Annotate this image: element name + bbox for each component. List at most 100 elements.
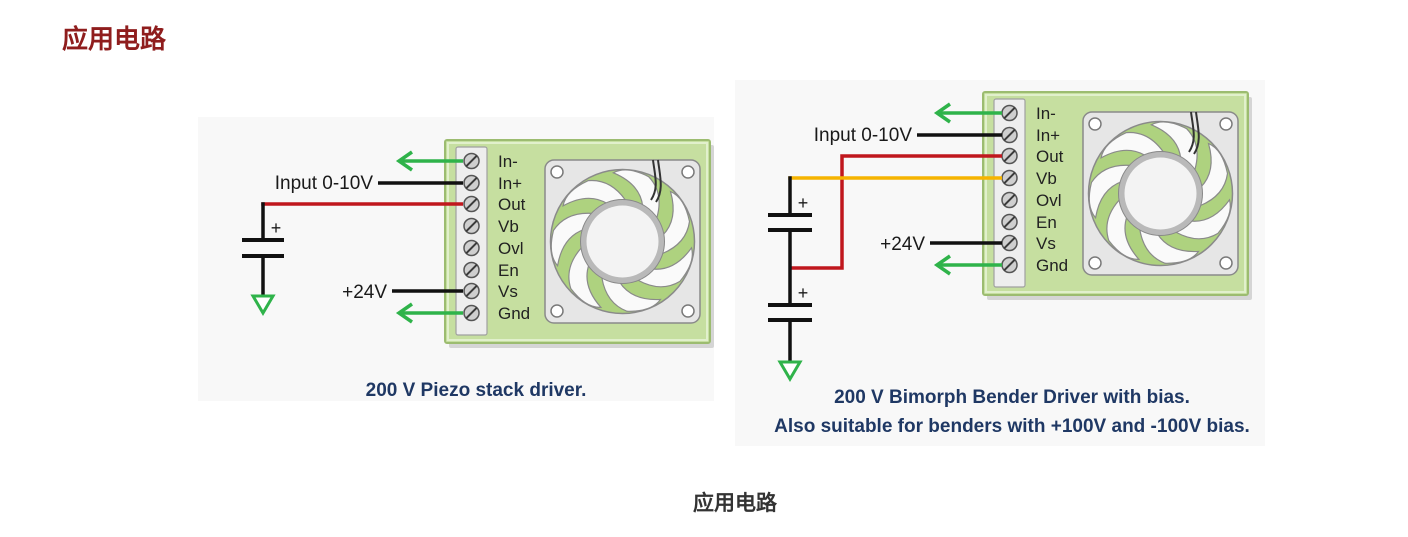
bimorph-bender-driver-diagram: In- In+ Out Vb Ovl En Vs Gnd (735, 80, 1265, 446)
cooling-fan-icon (1077, 109, 1242, 276)
fan-cable (1193, 111, 1200, 155)
terminal-block (455, 146, 488, 336)
screw-slot (1003, 172, 1016, 184)
terminal-label-gnd: Gnd (498, 304, 530, 323)
terminal-label-vb: Vb (498, 217, 519, 236)
screw-slot (1003, 237, 1016, 249)
screw-terminal-icon (463, 261, 480, 279)
polarity-mark: + (798, 283, 809, 303)
diagram-caption-line-1: 200 V Bimorph Bender Driver with bias. (834, 387, 1190, 408)
fan-rotor (1077, 109, 1242, 271)
terminal-label-en: En (1036, 213, 1057, 232)
screw-terminal-icon (1001, 104, 1018, 122)
board-edge (447, 142, 708, 341)
screw-terminal-icon (463, 282, 480, 300)
terminal-label-in-plus: In+ (498, 174, 522, 193)
piezo-stack-driver-diagram: In- In+ Out Vb Ovl En Vs Gnd (198, 117, 714, 401)
fan-cable (1188, 111, 1195, 153)
fan-cable (655, 159, 662, 203)
arrow-left-icon (395, 150, 463, 172)
terminal-label-gnd: Gnd (1036, 256, 1068, 275)
ground-icon (250, 294, 276, 316)
screw-terminal-icon (463, 217, 480, 235)
screw-terminal-icon (463, 239, 480, 257)
section-heading: 应用电路 (62, 24, 167, 54)
terminal-label-vb: Vb (1036, 169, 1057, 188)
diagram-caption: 200 V Piezo stack driver. (366, 380, 587, 401)
terminal-label-in-plus: In+ (1036, 126, 1060, 145)
arrow-head (933, 254, 951, 276)
cooling-fan-icon (539, 157, 704, 324)
screw-slot (1003, 194, 1016, 206)
arrow-left-icon (933, 102, 1002, 124)
fan-cable (650, 159, 657, 201)
screw-terminal-icon (1001, 234, 1018, 252)
terminal-block (993, 98, 1026, 288)
driver-board: In- In+ Out Vb Ovl En Vs Gnd (444, 139, 714, 348)
terminal-label-vs: Vs (1036, 234, 1056, 253)
screw-slot (465, 264, 478, 276)
fan-mount-hole (681, 165, 695, 179)
fan-mount-hole (681, 304, 695, 318)
input-label: Input 0-10V (814, 125, 913, 146)
screw-terminal-icon (1001, 256, 1018, 274)
fan-mount-hole (1219, 256, 1233, 270)
terminal-labels: In- In+ Out Vb Ovl En Vs Gnd (1036, 104, 1068, 275)
terminal-label-out: Out (1036, 147, 1064, 166)
screw-slot (1003, 107, 1016, 119)
screw-slot (465, 198, 478, 210)
fan-mount-hole (1088, 256, 1102, 270)
fan-hub (1124, 157, 1197, 230)
board-edge (985, 94, 1246, 293)
polarity-mark: + (798, 193, 809, 213)
terminal-label-ovl: Ovl (1036, 191, 1062, 210)
screw-slot (1003, 150, 1016, 162)
screw-terminal-icon (463, 174, 480, 192)
screw-terminal-icon (463, 195, 480, 213)
fan-hub (586, 205, 659, 278)
fan-rotor (539, 157, 704, 319)
terminal-labels: In- In+ Out Vb Ovl En Vs Gnd (498, 152, 530, 323)
supply-label: +24V (342, 282, 387, 303)
terminal-label-in-minus: In- (1036, 104, 1056, 123)
output-wire (790, 154, 1002, 270)
screw-terminal-icon (1001, 169, 1018, 187)
screw-slot (465, 307, 478, 319)
screw-terminal-icon (463, 152, 480, 170)
arrow-left-icon (933, 254, 1002, 276)
arrow-left-icon (395, 302, 463, 324)
screw-terminal-icon (463, 304, 480, 322)
terminal-label-en: En (498, 261, 519, 280)
screw-terminal-icon (1001, 191, 1018, 209)
fan-mount-hole (550, 304, 564, 318)
screw-slot (465, 155, 478, 167)
terminal-label-ovl: Ovl (498, 239, 524, 258)
screw-slot (1003, 259, 1016, 271)
screw-terminal-icon (1001, 126, 1018, 144)
diagram-caption-line-2: Also suitable for benders with +100V and… (774, 416, 1250, 437)
arrow-head (395, 302, 413, 324)
screw-slot (465, 220, 478, 232)
arrow-head (933, 102, 951, 124)
screw-terminal-icon (1001, 147, 1018, 165)
screw-slot (1003, 129, 1016, 141)
input-label: Input 0-10V (275, 173, 374, 194)
supply-label: +24V (880, 234, 925, 255)
terminal-label-out: Out (498, 195, 526, 214)
fan-mount-hole (550, 165, 564, 179)
screw-slot (465, 285, 478, 297)
screw-terminal-icon (1001, 213, 1018, 231)
terminal-label-in-minus: In- (498, 152, 518, 171)
screw-slot (465, 242, 478, 254)
screw-slot (465, 177, 478, 189)
arrow-head (395, 150, 413, 172)
fan-mount-hole (1088, 117, 1102, 131)
screw-slot (1003, 216, 1016, 228)
polarity-mark: + (271, 218, 282, 238)
figure-caption: 应用电路 (693, 492, 777, 515)
terminal-label-vs: Vs (498, 282, 518, 301)
driver-board: In- In+ Out Vb Ovl En Vs Gnd (982, 91, 1252, 300)
fan-mount-hole (1219, 117, 1233, 131)
ground-icon (777, 360, 803, 382)
